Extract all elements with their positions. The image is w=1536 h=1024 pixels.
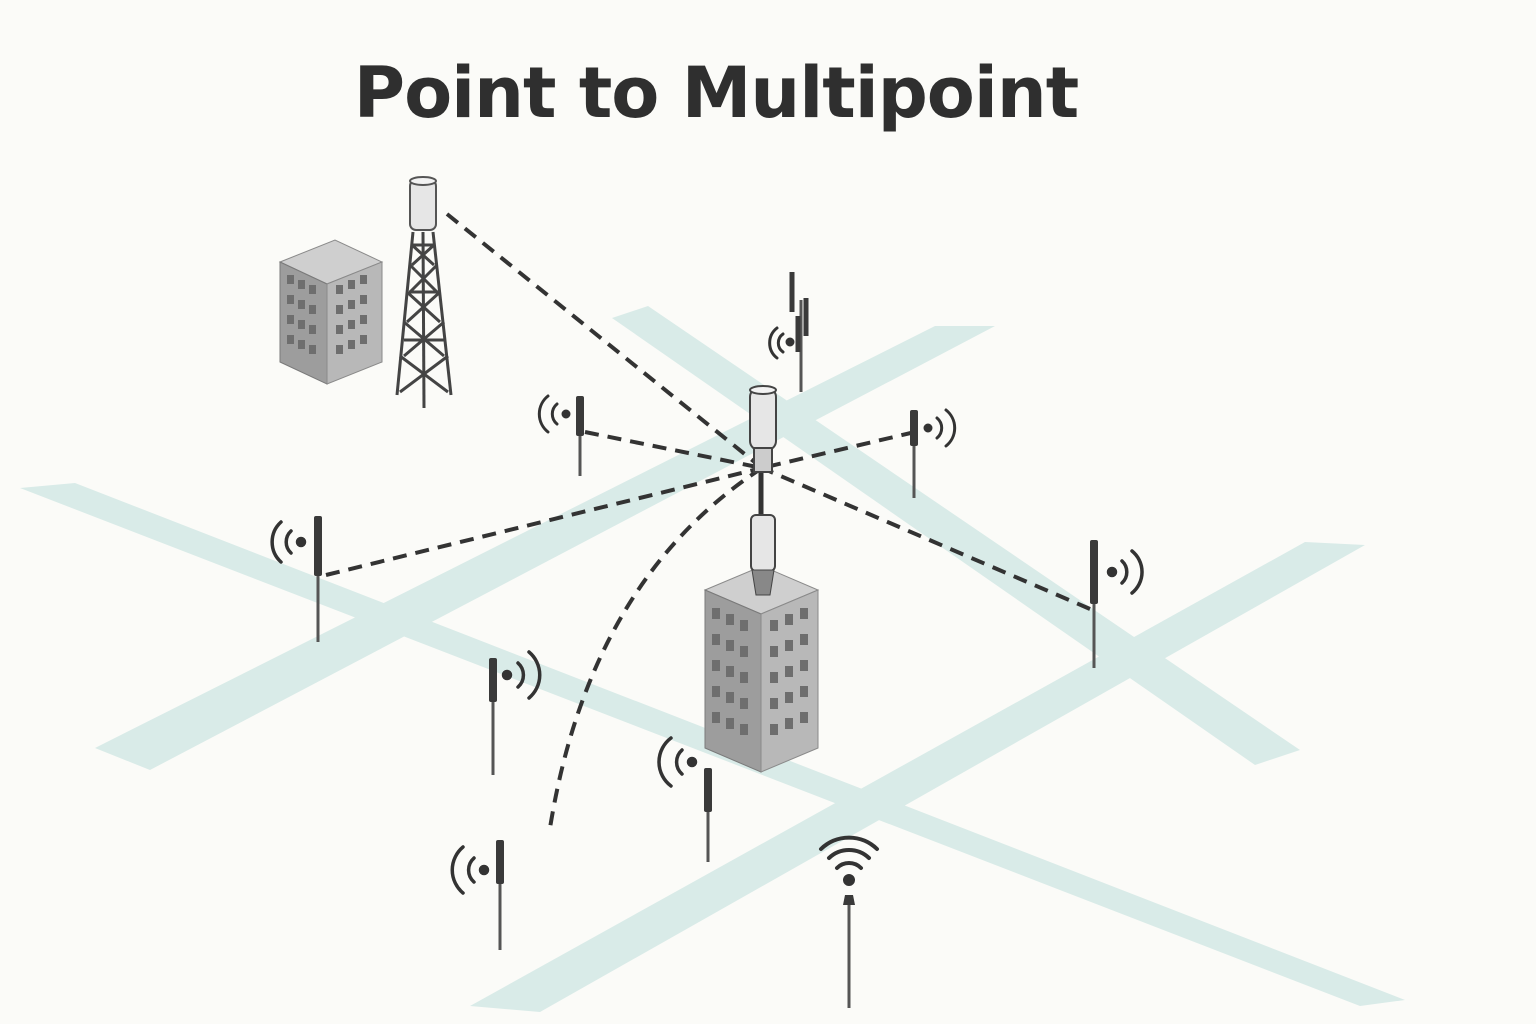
lattice-tower-icon [395,231,453,409]
link-client-bottom [548,466,764,829]
client-antenna-bottom [450,840,504,950]
link-client-left [325,466,763,577]
link-relay-tower [445,212,764,470]
link-client-upper-left [584,430,763,470]
wifi-access-point [819,835,879,1008]
signal-waves-icon [923,408,957,448]
antenna-cluster-icon [789,272,809,392]
client-antenna-right-upper [910,408,957,498]
signal-waves-icon [768,326,795,360]
link-client-right [761,466,1091,611]
road-d [612,306,1300,765]
page-title: Point to Multipoint [353,52,1079,134]
client-antenna-lower-left [489,650,542,775]
client-antenna-right [1090,540,1144,668]
signal-waves-icon [537,394,571,434]
client-antenna-upper-left [537,394,584,476]
client-antenna-lower-middle [657,736,712,862]
link-client-right-upper [761,430,916,470]
signal-waves-icon [501,650,542,700]
tower-radio-icon [409,176,437,231]
signal-waves-icon [657,736,698,788]
wifi-icon [819,835,879,886]
signal-waves-icon [270,520,307,564]
signal-waves-icon [1106,549,1144,595]
rooftop-base-station-icon [749,385,777,596]
client-antenna-left [270,516,322,642]
hub-building-icon [703,565,820,773]
signal-waves-icon [450,845,490,895]
links [325,212,1091,829]
office-building-icon [278,239,384,385]
